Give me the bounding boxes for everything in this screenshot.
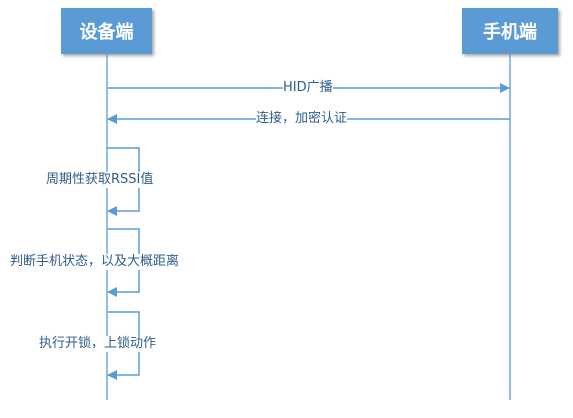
self-step-label-judge: 判断手机状态，以及大概距离 bbox=[10, 254, 180, 270]
participant-device: 设备端 bbox=[61, 8, 152, 54]
participant-phone-label: 手机端 bbox=[483, 22, 537, 43]
participant-phone: 手机端 bbox=[462, 8, 558, 54]
participant-device-label: 设备端 bbox=[79, 22, 134, 43]
self-step-label-rssi: 周期性获取RSSI值 bbox=[46, 172, 154, 188]
message-label-connect-auth: 连接，加密认证 bbox=[256, 111, 348, 127]
self-step-label-lock: 执行开锁，上锁动作 bbox=[39, 336, 157, 352]
message-label-hid-broadcast: HID广播 bbox=[283, 80, 333, 96]
